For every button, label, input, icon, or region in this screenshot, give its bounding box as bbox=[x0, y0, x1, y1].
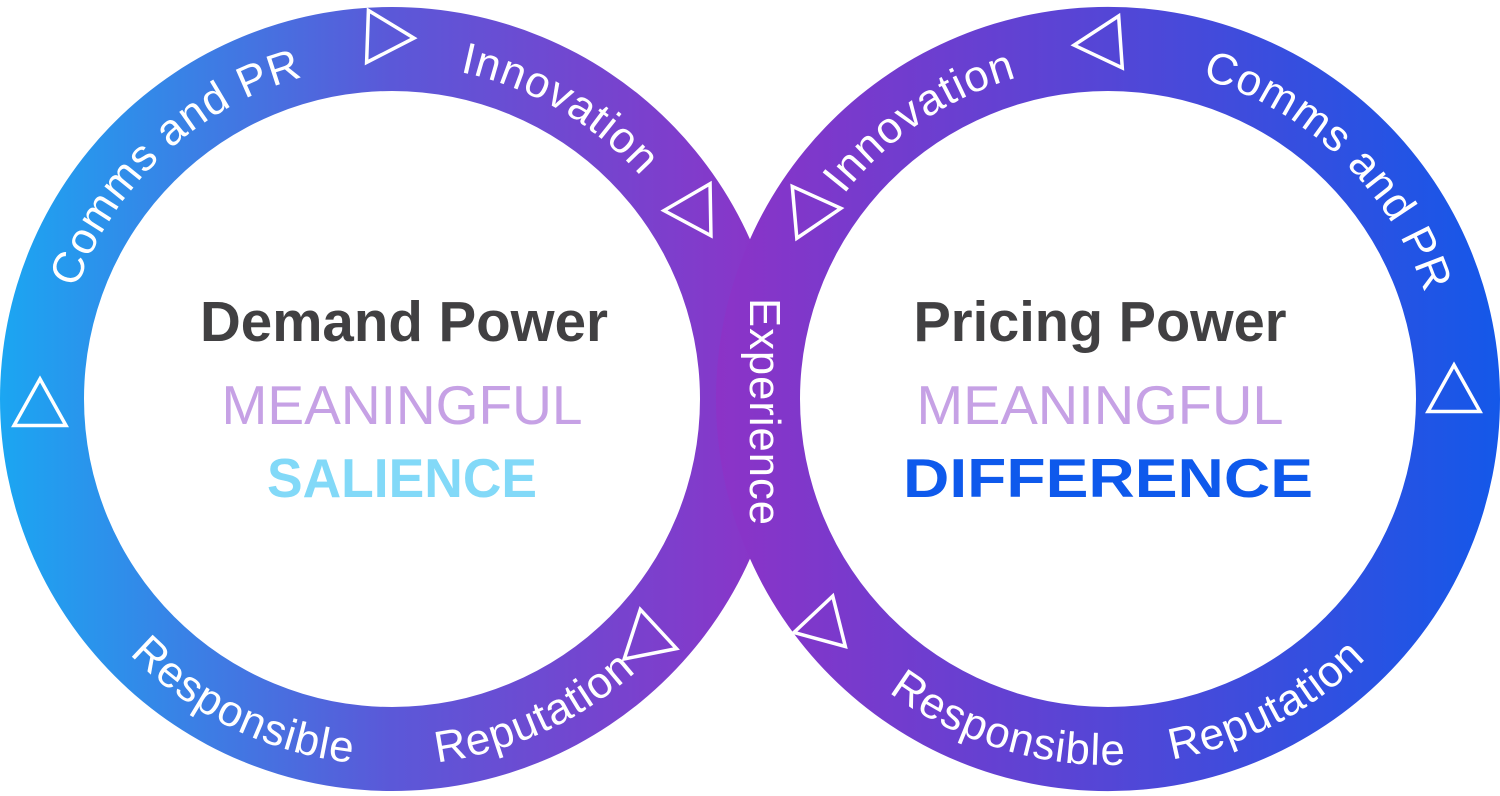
flow-arrow-icon bbox=[660, 180, 713, 239]
flow-arrow-icon bbox=[364, 7, 418, 66]
flow-arrow-icon bbox=[790, 592, 848, 649]
flow-arrow-icon bbox=[1070, 12, 1125, 71]
demand-power-text-block: Demand Power MEANINGFUL SALIENCE bbox=[200, 290, 608, 509]
meaningful-label-right: MEANINGFUL bbox=[917, 374, 1284, 436]
meaningful-label-left: MEANINGFUL bbox=[222, 374, 583, 436]
flow-arrow-icon bbox=[1425, 361, 1483, 414]
demand-power-title: Demand Power bbox=[200, 290, 608, 354]
pricing-power-text-block: Pricing Power MEANINGFUL DIFFERENCE bbox=[903, 290, 1313, 509]
pricing-power-title: Pricing Power bbox=[914, 290, 1287, 354]
experience-label: Experience bbox=[740, 298, 789, 526]
salience-label: SALIENCE bbox=[267, 447, 537, 509]
flow-arrow-icon bbox=[790, 183, 845, 242]
flow-arrow-icon bbox=[621, 606, 680, 662]
flow-arrow-icon bbox=[11, 375, 69, 428]
difference-label: DIFFERENCE bbox=[903, 447, 1313, 509]
